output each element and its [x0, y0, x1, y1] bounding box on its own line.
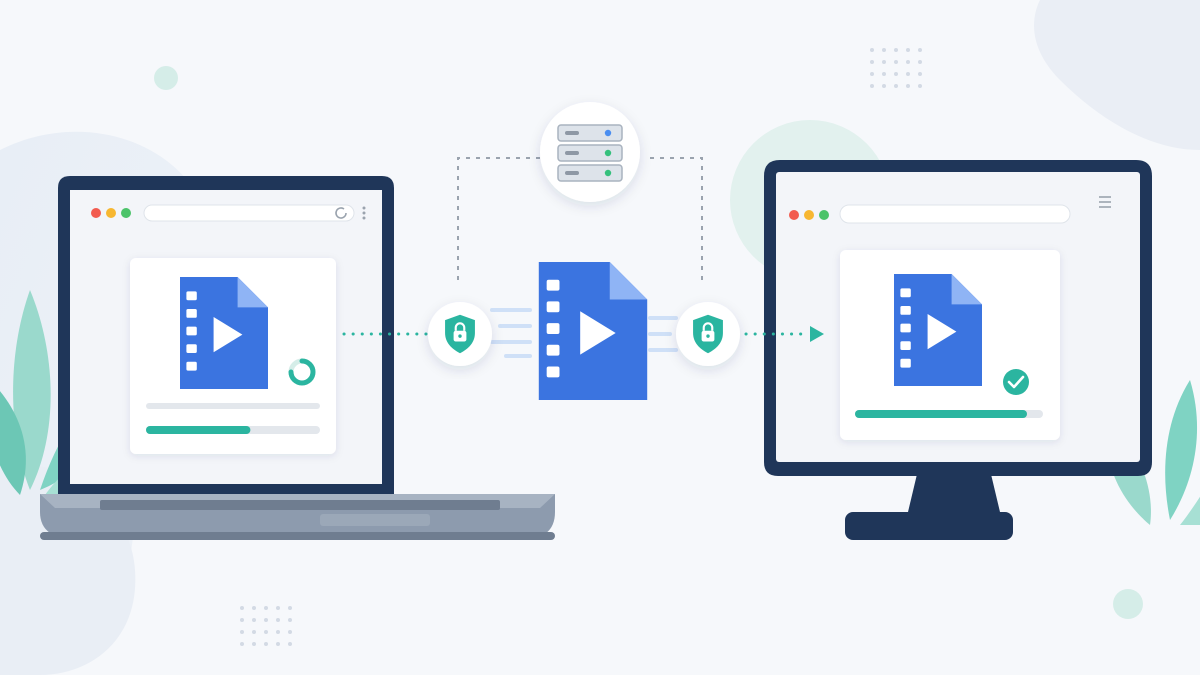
sender-browser-window [91, 204, 366, 454]
laptop-trackpad [320, 514, 430, 526]
menu-icon [1099, 196, 1111, 208]
decor-dot [288, 630, 292, 634]
decor-dot [240, 606, 244, 610]
server-connection-lines [457, 157, 703, 282]
address-bar [839, 204, 1071, 224]
decor-dot [276, 642, 280, 646]
laptop-keyboard [100, 500, 500, 510]
decor-dot [264, 642, 268, 646]
monitor-stand-base [845, 512, 1013, 540]
decor-dot [882, 72, 886, 76]
decor-dot-grid-bottom [240, 606, 292, 646]
window-maximize-dot [121, 208, 131, 218]
decor-dot [906, 48, 910, 52]
decor-dot [918, 84, 922, 88]
motion-lines-left [490, 308, 532, 358]
decor-dot [870, 60, 874, 64]
decor-dot [918, 60, 922, 64]
decor-dot-grid-top [870, 48, 922, 88]
decor-dot [252, 618, 256, 622]
decor-dot [906, 84, 910, 88]
upload-progress-fill [146, 426, 251, 434]
decor-dot [906, 72, 910, 76]
loading-spinner-icon [288, 358, 316, 386]
decor-dot [894, 72, 898, 76]
decor-dot [276, 606, 280, 610]
transfer-path [342, 262, 824, 400]
receiver-browser-window [789, 196, 1111, 440]
decor-dot [240, 618, 244, 622]
decor-dot [882, 48, 886, 52]
decor-dot [906, 60, 910, 64]
background-blob-top-right [1034, 0, 1200, 150]
decor-dot [918, 48, 922, 52]
reload-icon [335, 207, 347, 219]
decor-dot [288, 642, 292, 646]
decor-dot [882, 60, 886, 64]
window-close-dot [789, 210, 799, 220]
decor-dot [882, 84, 886, 88]
check-circle-icon [1003, 369, 1029, 395]
server-status-light-1 [604, 129, 612, 137]
window-maximize-dot [819, 210, 829, 220]
server-icon [540, 102, 640, 202]
decor-dot [894, 84, 898, 88]
decor-dot [870, 48, 874, 52]
decor-dot [264, 606, 268, 610]
placeholder-text-line [146, 403, 320, 409]
decor-dot [264, 630, 268, 634]
server-status-light-3 [604, 169, 612, 177]
kebab-menu-icon [362, 206, 366, 220]
address-bar [143, 204, 355, 222]
window-minimize-dot [804, 210, 814, 220]
decor-dot [252, 606, 256, 610]
decor-dot [264, 618, 268, 622]
monitor-stand-neck [908, 470, 1000, 512]
decor-dot [870, 84, 874, 88]
decor-dot-top-left [154, 66, 178, 90]
decor-dot [870, 72, 874, 76]
decor-dot [894, 60, 898, 64]
shield-lock-icon-left [428, 302, 492, 366]
decor-dot [252, 642, 256, 646]
motion-lines-right [648, 316, 678, 352]
decor-dot [252, 630, 256, 634]
shield-lock-icon-right [676, 302, 740, 366]
window-close-dot [91, 208, 101, 218]
decor-dot [894, 48, 898, 52]
decor-dot [276, 630, 280, 634]
decor-dot [240, 642, 244, 646]
window-minimize-dot [106, 208, 116, 218]
decor-dot-bottom-right [1113, 589, 1143, 619]
arrow-right-icon [810, 326, 824, 342]
decor-dot [276, 618, 280, 622]
decor-dot [240, 630, 244, 634]
decor-dot [288, 618, 292, 622]
server-status-light-2 [604, 149, 612, 157]
decor-dot [918, 72, 922, 76]
download-progress-fill [855, 410, 1027, 418]
video-file-icon-transfer [538, 262, 648, 400]
decor-dot [288, 606, 292, 610]
